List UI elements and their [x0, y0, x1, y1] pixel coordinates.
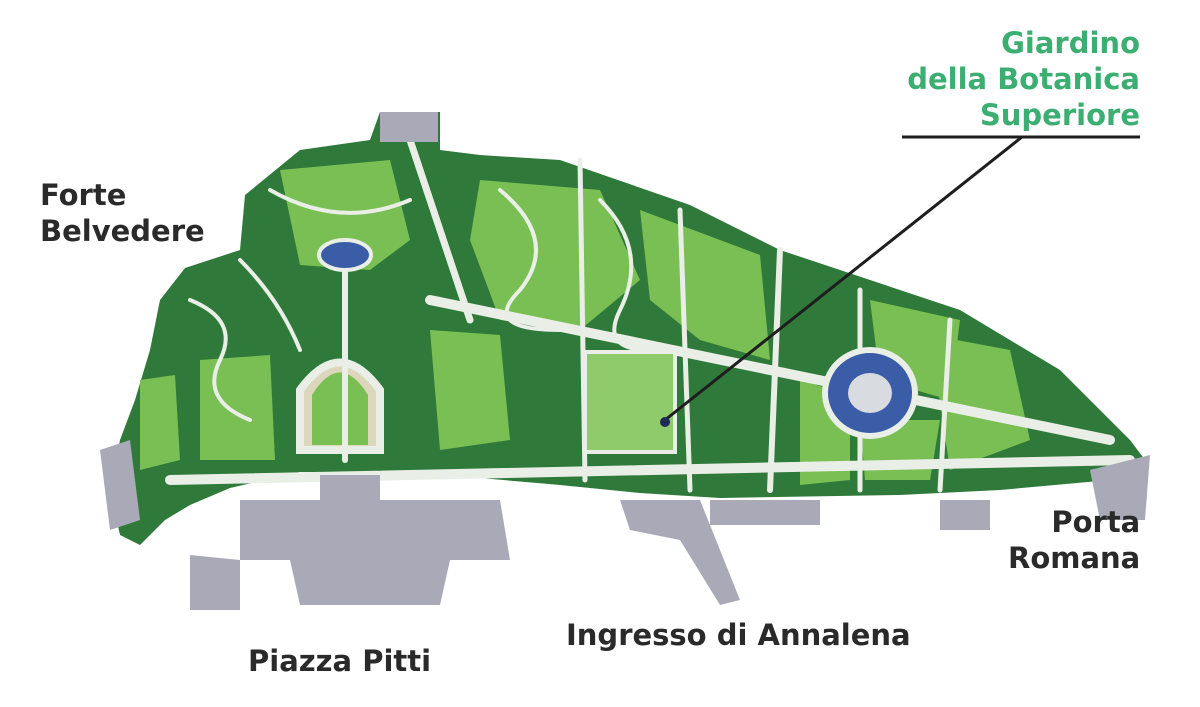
porta-romana-buildings — [940, 455, 1150, 530]
belvedere-buildings — [100, 112, 438, 530]
neptune-pond — [317, 238, 373, 272]
label-giardino-line2: della Botanica — [907, 62, 1140, 96]
botanical-garden-area — [583, 350, 677, 454]
label-giardino-line1: Giardino — [1001, 26, 1140, 60]
amphitheatre-lawn — [312, 372, 368, 445]
label-forte-belvedere-line2: Belvedere — [40, 214, 205, 248]
label-porta-romana: Porta Romana — [1008, 504, 1140, 576]
pitti-palace — [190, 475, 510, 610]
label-giardino-line3: Superiore — [979, 98, 1140, 132]
label-ingresso-annalena: Ingresso di Annalena — [566, 618, 911, 652]
annalena-buildings — [620, 500, 820, 605]
label-porta-romana-line1: Porta — [1051, 505, 1141, 539]
label-forte-belvedere: Forte Belvedere — [40, 177, 205, 249]
label-piazza-pitti: Piazza Pitti — [248, 644, 432, 678]
isolotto-island — [848, 373, 892, 413]
botanical-garden-marker — [660, 417, 670, 427]
label-porta-romana-line2: Romana — [1008, 541, 1141, 575]
label-forte-belvedere-line1: Forte — [40, 178, 127, 212]
leader-pointer-line — [664, 135, 1023, 422]
label-giardino-botanica: Giardino della Botanica Superiore — [907, 25, 1140, 133]
